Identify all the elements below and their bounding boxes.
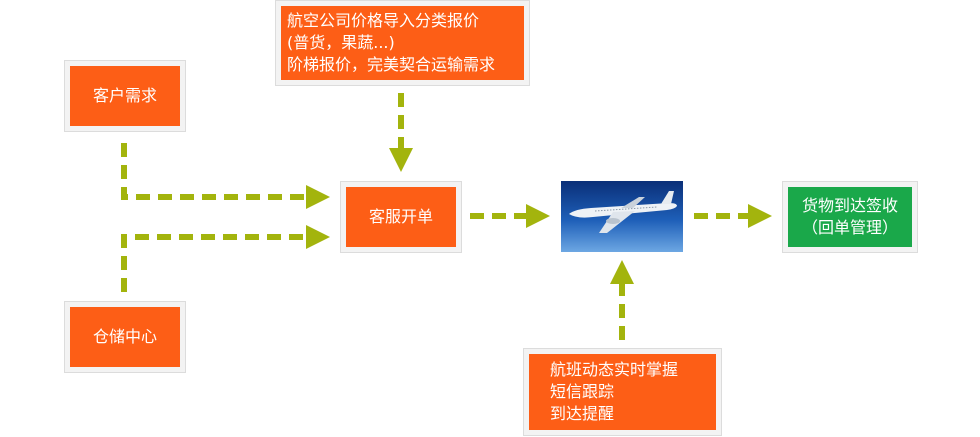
tracking-node: 航班动态实时掌握 短信跟踪 到达提醒 [523, 348, 722, 436]
delivery-node: 货物到达签收 （回单管理） [782, 181, 918, 253]
warehouse-label: 仓储中心 [92, 327, 157, 346]
tracking-line3: 到达提醒 [550, 404, 615, 423]
cs-order-node: 客服开单 [340, 181, 462, 253]
delivery-line2: （回单管理） [801, 218, 898, 237]
cs-order-label: 客服开单 [368, 207, 433, 226]
tracking-line2: 短信跟踪 [550, 382, 615, 401]
airline-pricing-line3: 阶梯报价，完美契合运输需求 [287, 55, 496, 74]
warehouse-node: 仓储中心 [64, 301, 186, 373]
tracking-line1: 航班动态实时掌握 [550, 360, 679, 379]
arrow-warehouse-to-order [121, 225, 330, 292]
airplane-photo [561, 181, 683, 252]
customer-demand-node: 客户需求 [64, 60, 186, 132]
delivery-line1: 货物到达签收 [801, 196, 898, 215]
customer-demand-label: 客户需求 [92, 86, 157, 105]
airline-pricing-node: 航空公司价格导入分类报价 (普货，果蔬...) 阶梯报价，完美契合运输需求 [275, 0, 530, 86]
airline-pricing-line1: 航空公司价格导入分类报价 [287, 11, 480, 30]
arrow-customer-to-order [121, 143, 330, 209]
airline-pricing-line2: (普货，果蔬...) [287, 33, 395, 52]
